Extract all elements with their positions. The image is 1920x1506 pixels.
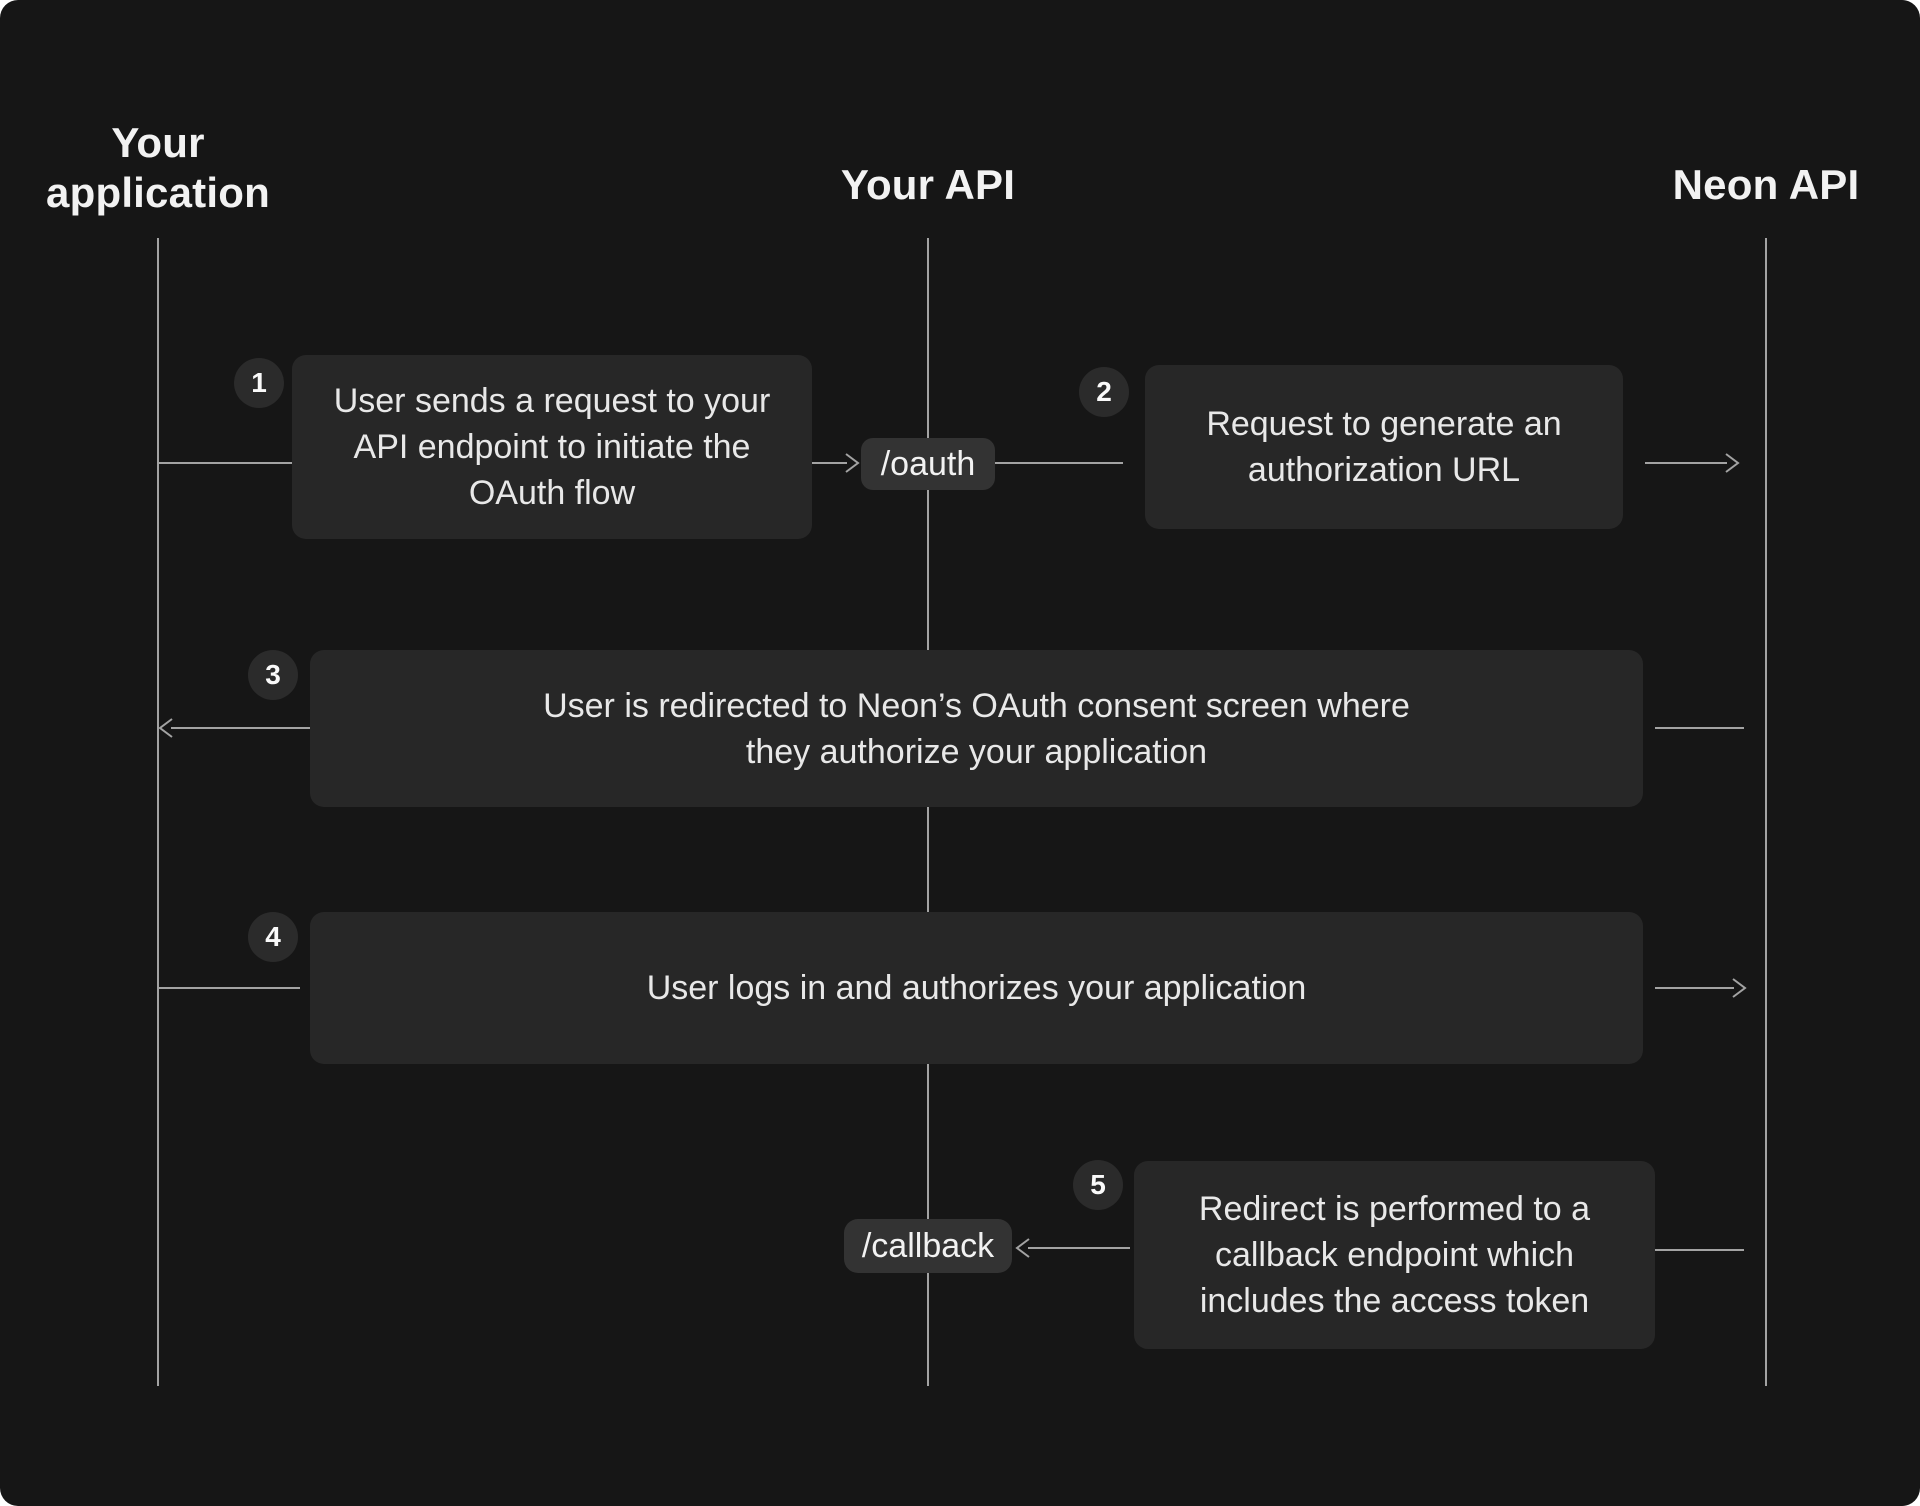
step-5-badge: 5 <box>1073 1160 1123 1210</box>
step-2-badge: 2 <box>1079 367 1129 417</box>
endpoint-pill-oauth: /oauth <box>861 438 995 490</box>
arrow-step5-to-callback-head <box>1015 1238 1030 1258</box>
step-5-box: Redirect is performed to a callback endp… <box>1134 1161 1655 1349</box>
step-1-badge: 1 <box>234 358 284 408</box>
step-4-text: User logs in and authorizes your applica… <box>646 969 1307 1007</box>
step-1-text: User sends a request to your API endpoin… <box>333 382 771 512</box>
step-2-box: Request to generate an authorization URL <box>1145 365 1623 529</box>
step-5-text: Redirect is performed to a callback endp… <box>1198 1190 1591 1320</box>
step-3-badge: 3 <box>248 650 298 700</box>
step-4-box: User logs in and authorizes your applica… <box>310 912 1643 1064</box>
arrow-step2-to-neon-head <box>1725 453 1740 473</box>
lane-label-your-application: Your application <box>46 119 270 216</box>
arrow-app-to-oauth-head <box>845 453 860 473</box>
arrow-step4-to-neon-head <box>1732 978 1747 998</box>
lane-label-your-api: Your API <box>840 161 1016 208</box>
step-4-badge: 4 <box>248 912 298 962</box>
step-3-box: User is redirected to Neon’s OAuth conse… <box>310 650 1643 807</box>
step-3-text: User is redirected to Neon’s OAuth conse… <box>543 686 1410 771</box>
step-1-box: User sends a request to your API endpoin… <box>292 355 812 539</box>
lane-label-neon-api: Neon API <box>1672 161 1860 208</box>
step-2-text: Request to generate an authorization URL <box>1206 405 1562 489</box>
arrow-step3-to-app-head <box>158 718 173 738</box>
endpoint-pill-callback: /callback <box>844 1219 1012 1273</box>
